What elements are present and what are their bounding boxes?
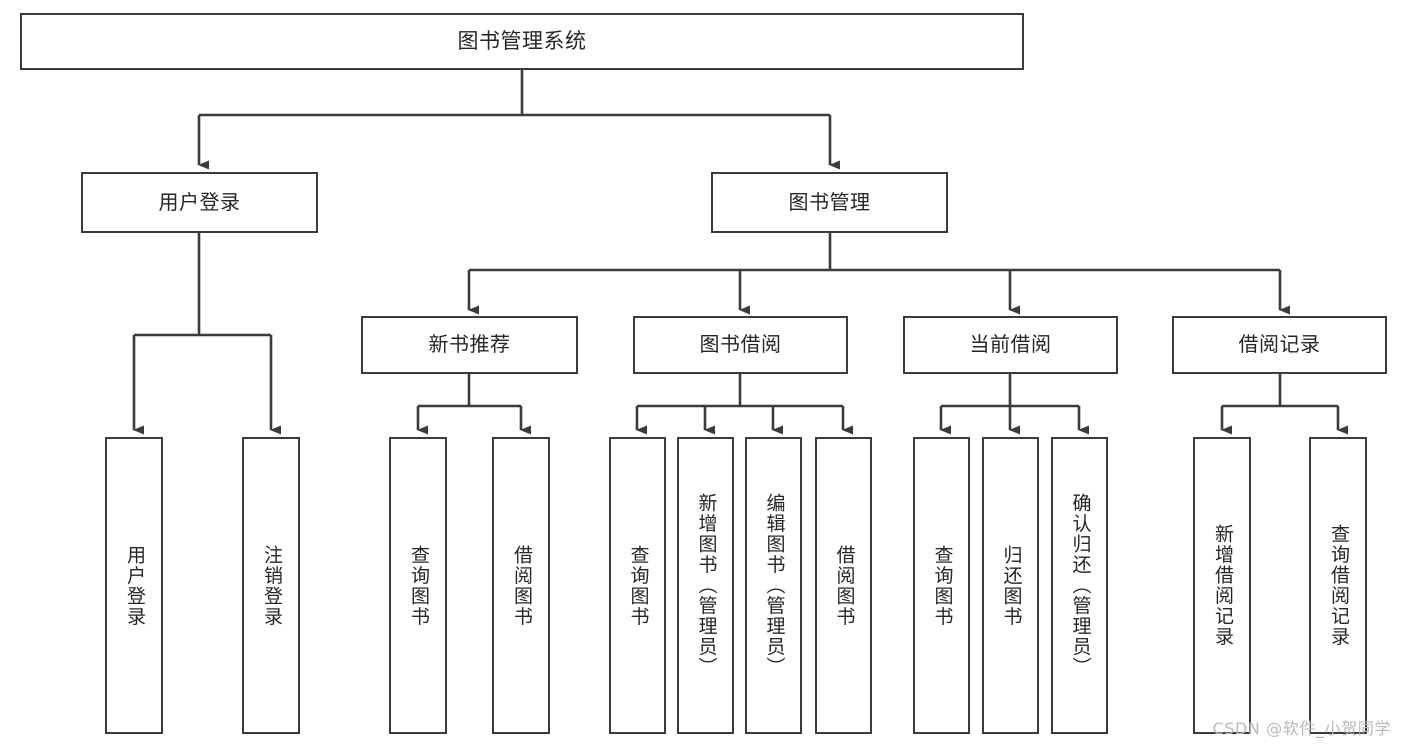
node-leaf-newbook-borrow-book-label: 借阅图书 <box>510 544 533 627</box>
node-new-book-recommend-label: 新书推荐 <box>428 332 511 357</box>
node-leaf-query-borrow-record[interactable]: 查询借阅记录 <box>1309 437 1367 734</box>
node-root-book-management-system[interactable]: 图书管理系统 <box>20 13 1024 70</box>
node-user-login-label: 用户登录 <box>158 189 241 214</box>
node-leaf-user-logout[interactable]: 注销登录 <box>242 437 300 734</box>
csdn-watermark: CSDN @软件_小贺同学 <box>1212 719 1391 738</box>
node-root-label: 图书管理系统 <box>457 29 587 54</box>
node-leaf-current-query-book[interactable]: 查询图书 <box>913 437 970 734</box>
node-leaf-newbook-query-book-label: 查询图书 <box>407 544 430 627</box>
node-current-borrow-label: 当前借阅 <box>969 332 1052 357</box>
node-leaf-confirm-return-admin-label: 确认归还（管理员） <box>1069 493 1092 678</box>
node-leaf-add-borrow-record[interactable]: 新增借阅记录 <box>1193 437 1251 734</box>
node-leaf-return-book-label: 归还图书 <box>1000 544 1023 627</box>
node-current-borrow[interactable]: 当前借阅 <box>903 316 1118 374</box>
node-borrow-record[interactable]: 借阅记录 <box>1172 316 1387 374</box>
node-book-management[interactable]: 图书管理 <box>711 172 948 233</box>
node-leaf-query-borrow-record-label: 查询借阅记录 <box>1327 524 1350 647</box>
node-borrow-record-label: 借阅记录 <box>1238 332 1321 357</box>
node-book-management-label: 图书管理 <box>788 189 871 214</box>
node-new-book-recommend[interactable]: 新书推荐 <box>361 316 578 374</box>
node-leaf-add-book-admin-label: 新增图书（管理员） <box>695 493 718 678</box>
node-user-login[interactable]: 用户登录 <box>81 172 318 233</box>
node-leaf-user-login-label: 用户登录 <box>123 544 146 627</box>
node-leaf-borrow-borrow-book[interactable]: 借阅图书 <box>815 437 872 734</box>
node-leaf-newbook-query-book[interactable]: 查询图书 <box>389 437 447 734</box>
node-leaf-borrow-query-book[interactable]: 查询图书 <box>609 437 666 734</box>
node-leaf-add-borrow-record-label: 新增借阅记录 <box>1211 524 1234 647</box>
node-leaf-add-book-admin[interactable]: 新增图书（管理员） <box>677 437 734 734</box>
node-leaf-borrow-borrow-book-label: 借阅图书 <box>833 544 856 627</box>
node-leaf-return-book[interactable]: 归还图书 <box>982 437 1039 734</box>
node-leaf-borrow-query-book-label: 查询图书 <box>627 544 650 627</box>
node-leaf-current-query-book-label: 查询图书 <box>931 544 954 627</box>
node-leaf-user-logout-label: 注销登录 <box>260 544 283 627</box>
node-leaf-edit-book-admin[interactable]: 编辑图书（管理员） <box>745 437 802 734</box>
node-leaf-confirm-return-admin[interactable]: 确认归还（管理员） <box>1051 437 1108 734</box>
node-leaf-edit-book-admin-label: 编辑图书（管理员） <box>763 493 786 678</box>
node-book-borrow[interactable]: 图书借阅 <box>633 316 848 374</box>
node-book-borrow-label: 图书借阅 <box>699 332 782 357</box>
node-leaf-user-login[interactable]: 用户登录 <box>105 437 163 734</box>
node-leaf-newbook-borrow-book[interactable]: 借阅图书 <box>492 437 550 734</box>
